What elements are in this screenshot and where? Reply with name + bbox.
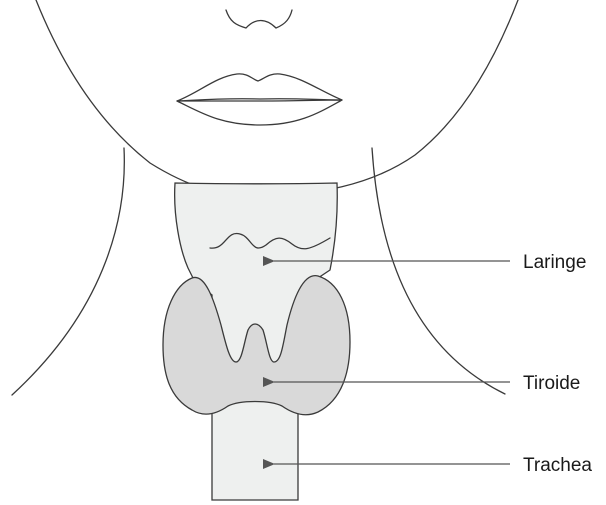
face-outline (36, 0, 518, 196)
lower-lip (177, 100, 342, 125)
face-left-contour (36, 0, 250, 196)
mouth (177, 74, 342, 125)
label-larynx: Laringe (523, 252, 586, 273)
neck-left-side (12, 148, 124, 395)
upper-lip (177, 74, 342, 101)
label-trachea: Trachea (523, 455, 592, 476)
nose (226, 10, 292, 28)
face-right-contour (250, 0, 518, 196)
neck-right-side (372, 148, 505, 394)
label-thyroid: Tiroide (523, 373, 580, 394)
